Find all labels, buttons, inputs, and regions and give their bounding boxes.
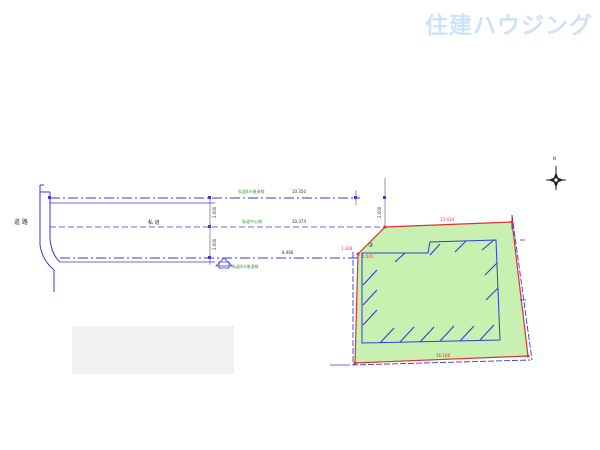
lot-corner-small: 1.343: [341, 246, 353, 251]
building-footprint: [361, 239, 501, 344]
dim-left-width-bottom: 2.000: [212, 238, 217, 250]
lot-number: ②: [368, 242, 374, 249]
center-line-label: 私道中心線: [242, 218, 262, 224]
road-left-boundary: [39, 184, 61, 292]
lot-corner-small2: 0.541: [362, 254, 374, 259]
dim-left-width-top: 2.000: [212, 206, 217, 218]
lot-bottom-edge-dim: 16.166: [436, 353, 450, 358]
private-road-label: 私 道: [148, 219, 160, 226]
north-label: N: [553, 156, 556, 161]
info-box: [72, 326, 234, 374]
dim-right-width: 2.000: [377, 206, 382, 218]
dim-bottom-length: 8.466: [282, 250, 294, 255]
right-edge-marks: [330, 239, 526, 366]
road-label: 道 路: [14, 218, 28, 226]
north-arrow-icon: [546, 166, 566, 190]
building-hatch: [362, 239, 499, 344]
corner-mark: [215, 257, 233, 269]
dim-center-length: 10.374: [292, 219, 306, 224]
boundary-label-top: 私道4m後退線: [238, 188, 264, 194]
lot-outer-boundary: [352, 214, 533, 366]
private-road-top-line: [50, 197, 360, 204]
brand-logo: 住建ハウジング: [425, 13, 593, 39]
lot-corner-markers: [353, 220, 530, 365]
lot-top-edge-dim: 13.414: [440, 217, 454, 222]
boundary-label-bottom: 私道4m後退線: [232, 263, 258, 269]
survey-marks: [48, 196, 386, 259]
dim-top-length: 10.350: [292, 189, 306, 194]
lot-area: [354, 221, 529, 364]
